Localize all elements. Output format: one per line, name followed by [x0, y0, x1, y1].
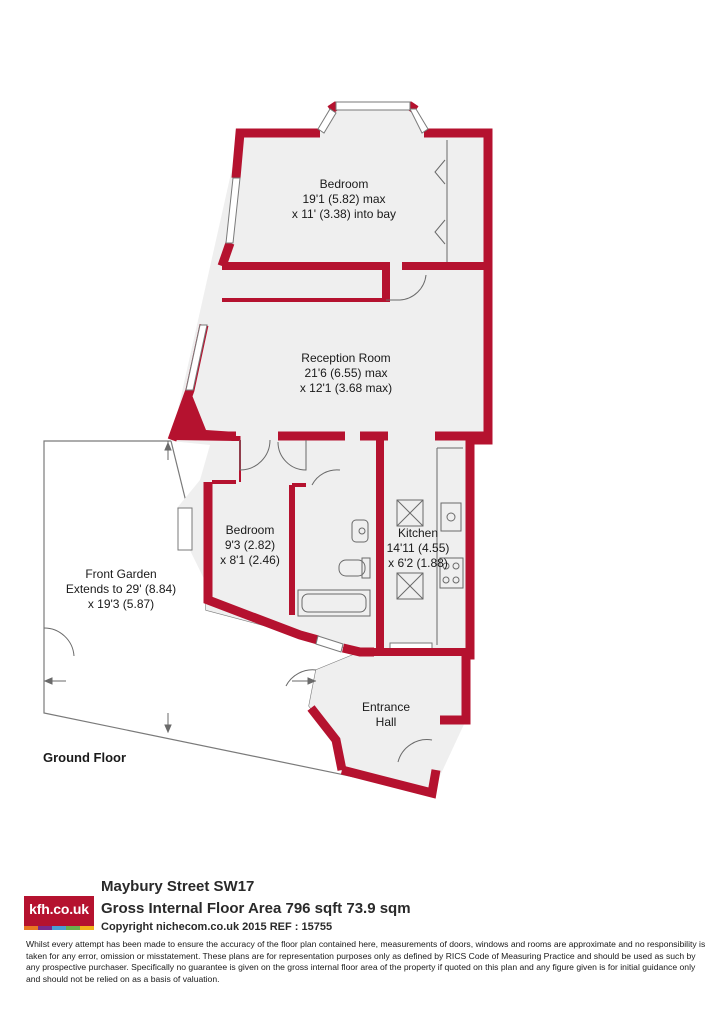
room-bedroom-main-dim1: 19'1 (5.82) max	[303, 192, 386, 206]
front-garden-name: Front Garden	[85, 567, 156, 581]
property-address: Maybury Street SW17	[101, 878, 255, 895]
logo-text: kfh.co.uk	[29, 901, 89, 917]
wardrobe	[434, 140, 448, 262]
room-reception-dim1: 21'6 (6.55) max	[305, 366, 388, 380]
wall-wedge	[172, 390, 236, 441]
logo-stripe	[66, 926, 80, 930]
floor-plan: Bedroom 19'1 (5.82) max x 11' (3.38) int…	[43, 101, 493, 799]
kfh-logo: kfh.co.uk	[24, 896, 94, 930]
logo-stripes	[24, 926, 94, 930]
kitchen-fittings	[396, 447, 464, 645]
room-reception-dim2: x 12'1 (3.68 max)	[300, 381, 392, 395]
garden-arrows	[43, 441, 317, 734]
room-bedroom-small-dim1: 9'3 (2.82)	[225, 538, 275, 552]
room-bedroom-main-name: Bedroom	[320, 177, 369, 191]
room-bedroom-small-dim2: x 8'1 (2.46)	[220, 553, 280, 567]
room-kitchen-dim1: 14'11 (4.55)	[387, 541, 450, 555]
room-kitchen-dim2: x 6'2 (1.88)	[388, 556, 448, 570]
copyright: Copyright nichecom.co.uk 2015 REF : 1575…	[101, 921, 333, 933]
front-garden-dim1: Extends to 29' (8.84)	[66, 582, 176, 596]
logo-stripe	[80, 926, 94, 930]
logo-stripe	[38, 926, 52, 930]
floor-area: Gross Internal Floor Area 796 sqft 73.9 …	[101, 900, 411, 917]
disclaimer: Whilst every attempt has been made to en…	[26, 939, 706, 984]
room-entrance-dim1: Hall	[376, 715, 397, 729]
logo-box	[24, 896, 94, 926]
room-bedroom-small-name: Bedroom	[226, 523, 275, 537]
room-bedroom-main-dim2: x 11' (3.38) into bay	[292, 207, 396, 221]
front-garden-dim2: x 19'3 (5.87)	[88, 597, 154, 611]
flat-floor	[171, 106, 488, 793]
door-swings	[43, 274, 433, 763]
room-reception-name: Reception Room	[301, 351, 390, 365]
room-kitchen-name: Kitchen	[398, 526, 438, 540]
room-entrance-name: Entrance	[362, 700, 410, 714]
floor-label: Ground Floor	[43, 750, 127, 765]
logo-stripe	[52, 926, 66, 930]
logo-stripe	[24, 926, 38, 930]
bathroom-fittings	[297, 519, 371, 617]
